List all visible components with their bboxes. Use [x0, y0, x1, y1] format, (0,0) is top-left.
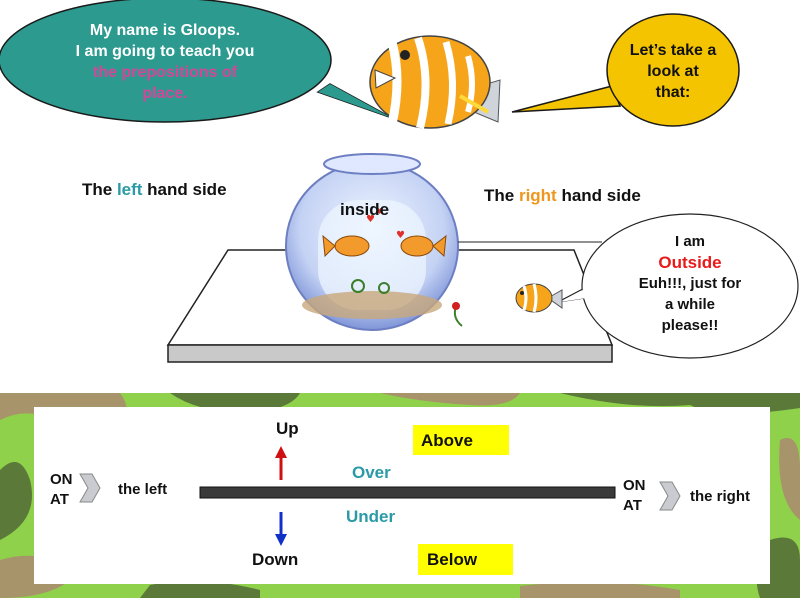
up-arrow [275, 446, 287, 480]
on-at-right: ON AT [623, 476, 646, 516]
at-left-label: AT [50, 491, 69, 508]
chevron-left-icon [79, 473, 101, 503]
on-left-label: ON [50, 471, 73, 488]
left-prefix: The [82, 180, 117, 199]
above-label: Above [421, 431, 473, 450]
chevron-right-icon [659, 481, 681, 511]
right-word: right [518, 186, 557, 205]
inside-label: inside [340, 200, 390, 219]
flower [452, 302, 463, 327]
speech-left-highlight2: place. [142, 85, 188, 102]
left-suffix: hand side [142, 180, 227, 199]
outside-line1: I am [674, 233, 705, 250]
svg-text:♥: ♥ [366, 214, 375, 225]
goldfish-left [322, 234, 370, 258]
on-at-left: ON AT [50, 470, 73, 510]
speech-right-line1: Let’s take a [629, 42, 717, 59]
right-suffix: hand side [556, 186, 641, 205]
speech-bubble-left [0, 0, 393, 123]
on-right-label: ON [623, 477, 646, 494]
at-right-label: AT [623, 497, 642, 514]
left-word: left [116, 180, 143, 199]
outside-line3: a while [664, 296, 716, 313]
left-hand-side-label: The left hand side [82, 180, 227, 200]
big-butterfly-fish [369, 35, 501, 129]
outside-line4: please!! [661, 317, 719, 334]
speech-right-line3: that: [655, 84, 691, 101]
outside-bubble [557, 213, 799, 359]
outside-bubble-text: I am Outside Euh!!!, just for a while pl… [608, 231, 772, 336]
outside-line2: Euh!!!, just for [638, 275, 742, 292]
down-arrow [275, 512, 287, 546]
down-label: Down [252, 550, 299, 569]
speech-bubble-right [511, 13, 740, 127]
svg-text:♥: ♥ [396, 230, 405, 241]
below-label: Below [427, 550, 478, 569]
reference-bar [199, 486, 616, 499]
speech-left-text: My name is Gloops. I am going to teach y… [20, 20, 310, 104]
small-butterfly-fish [515, 283, 563, 313]
right-prefix: The [484, 186, 519, 205]
right-hand-side-label: The right hand side [484, 186, 641, 206]
speech-left-line2: I am going to teach you [75, 43, 255, 60]
hearts: ♥ ♥ ♥ [366, 207, 405, 241]
svg-text:♥: ♥ [376, 207, 383, 216]
below-highlight [418, 544, 513, 575]
the-right-label: the right [690, 488, 750, 505]
the-left-label: the left [118, 481, 168, 498]
under-label: Under [346, 507, 396, 526]
fish-bowl [285, 153, 459, 331]
speech-left-line1: My name is Gloops. [89, 22, 241, 39]
up-label: Up [276, 419, 299, 438]
speech-right-text: Let’s take a look at that: [615, 40, 731, 103]
speech-left-highlight1: the prepositions of [93, 64, 237, 81]
goldfish-right [400, 234, 447, 258]
speech-right-line2: look at [647, 63, 699, 80]
over-label: Over [352, 463, 391, 482]
above-highlight [413, 425, 509, 455]
outside-word: Outside [658, 253, 722, 272]
